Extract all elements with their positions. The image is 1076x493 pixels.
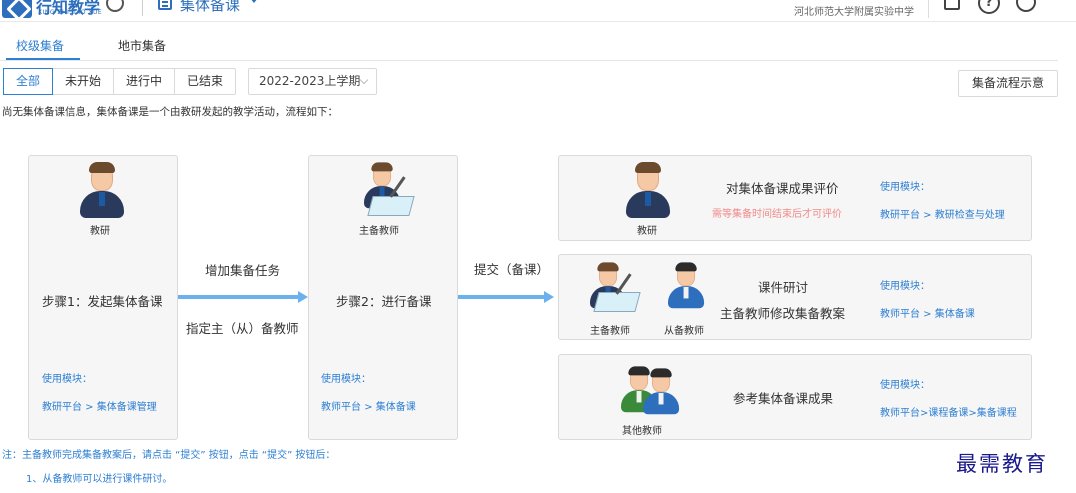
tab-city-collective[interactable]: 地市集备 [118, 39, 167, 53]
researcher-avatar-icon [626, 162, 670, 218]
top-header: 行知教学 XING ZHI JIAO XUE 集体备课 河北师范大学附属实验中学… [0, 0, 1076, 22]
step2-role: 主备教师 [359, 226, 399, 237]
task2-module-label: 使用模块： [880, 281, 930, 292]
task1-title: 对集体备课成果评价 [726, 181, 839, 196]
arrow2-head-icon [544, 291, 554, 303]
step1-title: 步骤1：发起集体备课 [42, 294, 163, 309]
arrow1-top-text: 增加集备任务 [205, 263, 281, 278]
arrow1-bottom-text: 指定主（从）备教师 [186, 321, 299, 336]
intro-text: 尚无集体备课信息，集体备课是一个由教研发起的教学活动，流程如下： [2, 106, 338, 118]
chevron-down-icon[interactable] [250, 0, 258, 3]
refresh-icon[interactable] [106, 0, 124, 12]
arrow1-head-icon [298, 291, 308, 303]
status-filter-group: 全部 未开始 进行中 已结束 [3, 68, 237, 95]
task3-module-label: 使用模块： [880, 380, 930, 391]
other-teacher-avatar-icon [643, 368, 680, 415]
filter-all-button[interactable]: 全部 [3, 68, 54, 95]
active-tab-indicator [6, 58, 80, 60]
header-divider [142, 0, 143, 16]
filter-not-started-button[interactable]: 未开始 [53, 69, 115, 94]
step1-module-label: 使用模块： [42, 374, 92, 385]
note-line-1: 注：主备教师完成集备教案后，请点击 “提交” 按钮，点击 “提交” 按钮后： [2, 450, 336, 461]
school-name: 河北师范大学附属实验中学 [794, 7, 914, 18]
book-icon [367, 196, 415, 216]
task2-module-link[interactable]: 教师平台 > 集体备课 [880, 309, 975, 320]
semester-select[interactable]: 2022-2023上学期 [248, 68, 377, 95]
chevron-down-icon [359, 75, 369, 85]
logo-text: 行知教学 [36, 0, 101, 17]
header-divider [928, 0, 929, 18]
arrow2-top-text: 提交（备课） [474, 262, 550, 277]
book-icon [593, 292, 641, 312]
help-icon[interactable]: ? [978, 0, 1000, 14]
logo-icon [2, 0, 32, 18]
filter-finished-button[interactable]: 已结束 [187, 74, 224, 88]
note-line-2: 1、从备教师可以进行课件研讨。 [26, 474, 173, 485]
task3-title: 参考集体备课成果 [733, 391, 834, 406]
task1-role: 教研 [637, 226, 657, 237]
step2-title: 步骤2：进行备课 [336, 294, 432, 309]
watermark-text: 最需教育 [956, 452, 1048, 476]
researcher-avatar-icon [80, 162, 124, 218]
task1-warning: 需等集备时间结束后才可评价 [712, 209, 842, 220]
task2-sub-role: 从备教师 [664, 326, 704, 337]
step1-module-link[interactable]: 教研平台 > 集体备课管理 [42, 402, 157, 413]
task1-module-link[interactable]: 教研平台 > 教研检查与处理 [880, 210, 1005, 221]
task2-title: 课件研讨 [758, 280, 809, 295]
arrow1-line [178, 295, 300, 299]
module-title[interactable]: 集体备课 [180, 0, 241, 14]
sub-teacher-avatar-icon [668, 262, 705, 309]
step2-module-label: 使用模块： [321, 374, 371, 385]
task2-main-role: 主备教师 [590, 326, 630, 337]
step2-module-link[interactable]: 教师平台 > 集体备课 [321, 402, 416, 413]
logo-subtitle: XING ZHI JIAO XUE [38, 9, 103, 16]
task3-role: 其他教师 [622, 426, 662, 437]
semester-value: 2022-2023上学期 [259, 74, 361, 88]
power-icon[interactable] [1016, 0, 1036, 12]
bell-icon[interactable] [944, 0, 960, 10]
step2-card [308, 155, 458, 440]
tab-school-collective[interactable]: 校级集备 [16, 39, 65, 53]
tabs-divider [0, 60, 1058, 61]
filter-in-progress-button[interactable]: 进行中 [114, 69, 176, 94]
step1-role: 教研 [90, 226, 110, 237]
arrow2-line [458, 295, 546, 299]
flow-diagram-button[interactable]: 集备流程示意 [958, 70, 1058, 97]
task3-module-link[interactable]: 教师平台>课程备课>集备课程 [880, 408, 1017, 419]
document-icon [158, 0, 172, 10]
task2-subtitle: 主备教师修改集备教案 [720, 306, 846, 321]
task1-module-label: 使用模块： [880, 182, 930, 193]
